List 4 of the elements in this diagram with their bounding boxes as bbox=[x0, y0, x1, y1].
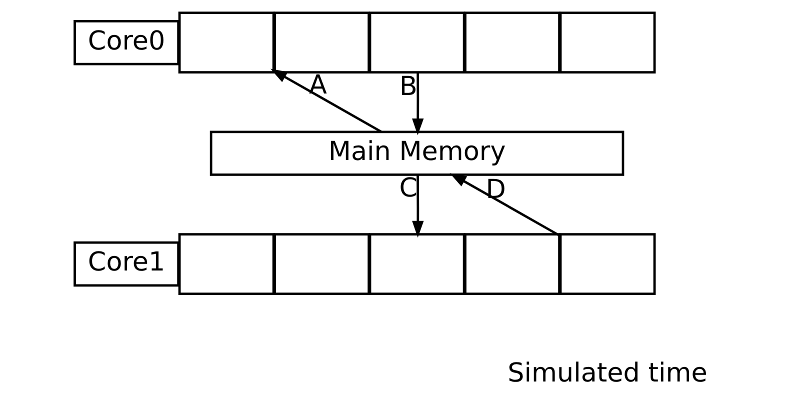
label: Simulated time bbox=[507, 358, 707, 388]
edge-label: B bbox=[398, 72, 417, 102]
edge-label: C bbox=[398, 173, 418, 204]
edge-label: A bbox=[308, 70, 326, 101]
